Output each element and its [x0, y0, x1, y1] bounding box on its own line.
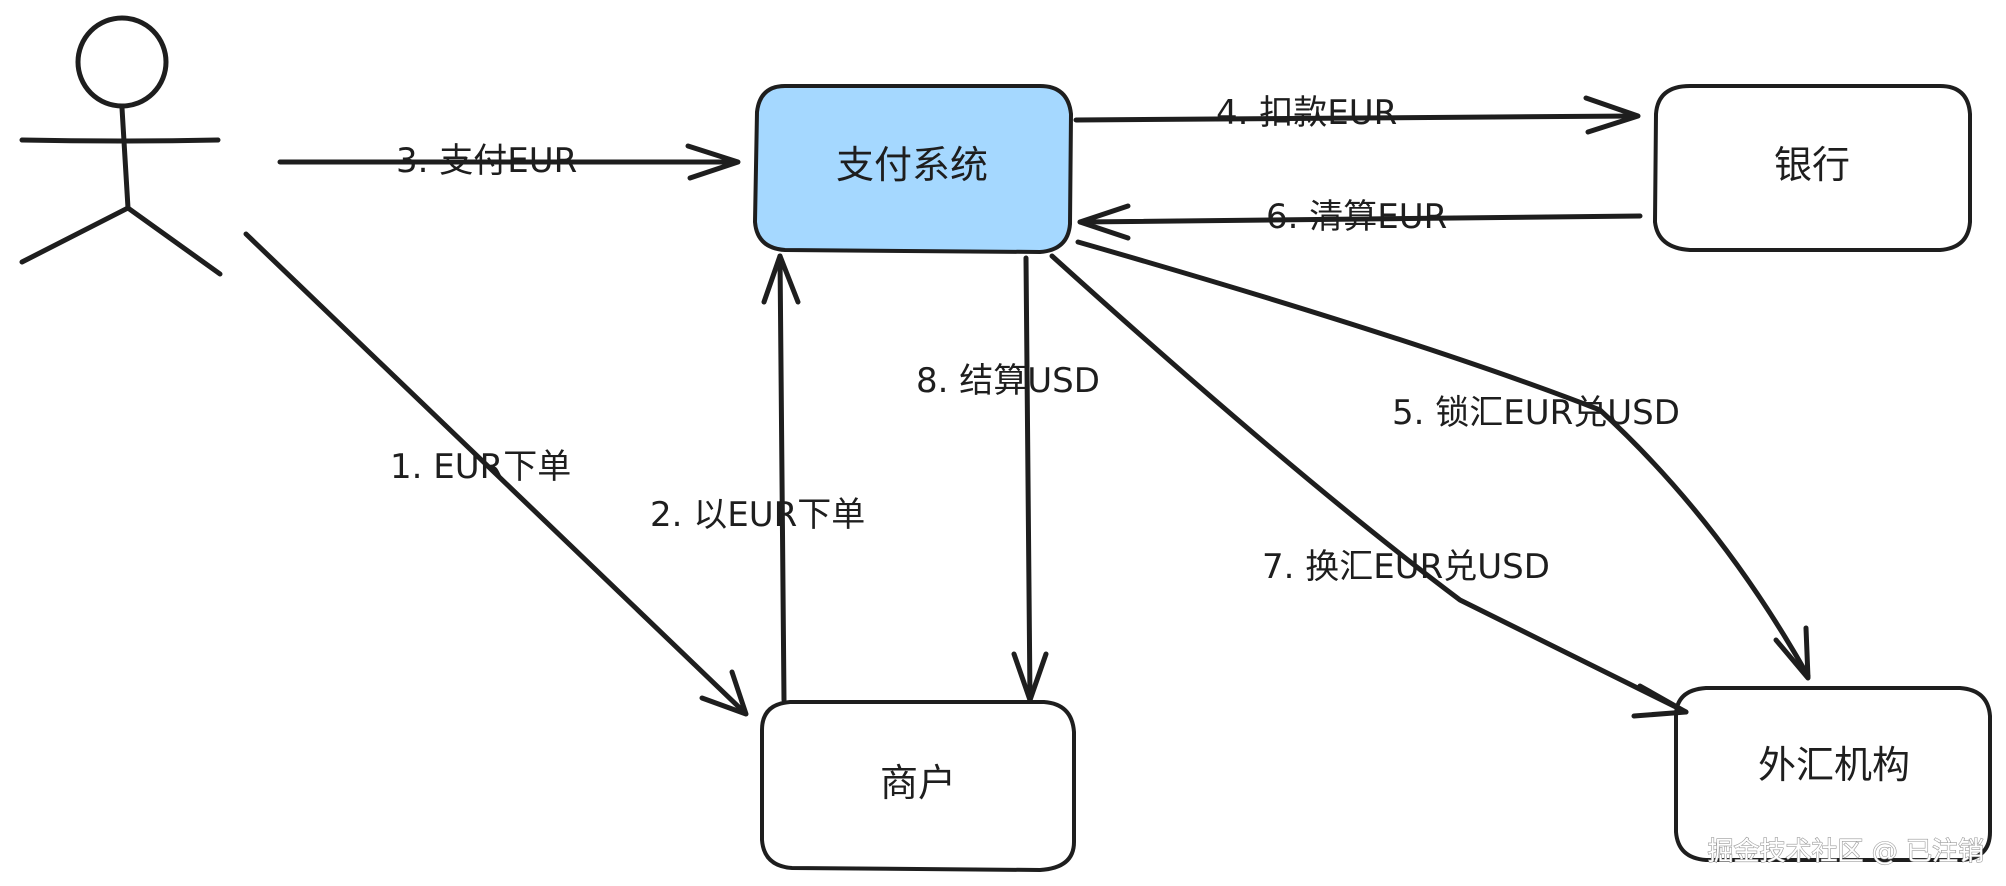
merchant-box — [760, 700, 1076, 873]
edge-8-line — [1023, 255, 1033, 703]
customer-stick-figure-icon — [19, 15, 223, 277]
stick-figure-head — [75, 15, 169, 109]
bank-node[interactable]: 银行 — [1652, 84, 1972, 252]
edge-8-settle-usd: 8. 结算USD — [916, 255, 1100, 703]
edge-8-arrowhead — [1011, 651, 1049, 703]
payment-system-node[interactable]: 支付系统 — [752, 84, 1074, 255]
edge-5-line — [1075, 239, 1811, 679]
edge-8-label: 8. 结算USD — [916, 361, 1100, 401]
edge-2-order-in-eur: 2. 以EUR下单 — [650, 253, 865, 703]
edge-1-label: 1. EUR下单 — [390, 447, 571, 487]
payment-system-label: 支付系统 — [836, 143, 988, 187]
fx-institution-label: 外汇机构 — [1758, 743, 1910, 787]
edge-4-label: 4. 扣款EUR — [1216, 93, 1397, 133]
watermark: 掘金技术社区 @ 已注销 — [1707, 837, 1984, 867]
edge-3-label: 3. 支付EUR — [396, 141, 577, 181]
edge-4-line — [1073, 113, 1639, 123]
merchant-node[interactable]: 商户 — [760, 700, 1076, 873]
stick-figure-body — [119, 105, 131, 211]
edge-1-eur-order: 1. EUR下单 — [243, 231, 749, 717]
bank-box — [1652, 84, 1972, 252]
edge-2-arrowhead — [761, 253, 801, 305]
fx-institution-node[interactable]: 外汇机构 — [1674, 686, 1992, 862]
edge-3-arrowhead — [685, 143, 741, 181]
edge-1-line — [243, 231, 747, 715]
stick-figure-left-leg — [19, 205, 131, 265]
edge-7-arrowhead — [1631, 683, 1689, 719]
edge-6-arrowhead — [1077, 203, 1131, 241]
edge-6-label: 6. 清算EUR — [1266, 197, 1447, 237]
edge-5-lock-rate: 5. 锁汇EUR兑USD — [1075, 239, 1811, 681]
stick-figure-arms — [19, 137, 221, 144]
edge-7-line — [1049, 253, 1689, 715]
bank-label: 银行 — [1774, 143, 1850, 187]
edge-5-arrowhead — [1773, 625, 1811, 681]
edge-6-clear-eur: 6. 清算EUR — [1077, 197, 1643, 241]
edge-6-line — [1077, 213, 1643, 225]
edge-2-line — [777, 253, 787, 703]
stick-figure-right-leg — [125, 205, 223, 277]
edge-4-debit-eur: 4. 扣款EUR — [1073, 93, 1641, 135]
edge-5-label: 5. 锁汇EUR兑USD — [1392, 393, 1680, 433]
edge-4-arrowhead — [1583, 95, 1641, 135]
edge-3-pay-eur: 3. 支付EUR — [277, 141, 741, 181]
merchant-label: 商户 — [880, 761, 956, 805]
edge-7-label: 7. 换汇EUR兑USD — [1262, 547, 1550, 587]
edge-2-label: 2. 以EUR下单 — [650, 495, 865, 535]
payment-system-box — [752, 84, 1074, 255]
edge-7-exchange: 7. 换汇EUR兑USD — [1049, 253, 1689, 719]
edge-1-arrowhead — [699, 669, 749, 717]
